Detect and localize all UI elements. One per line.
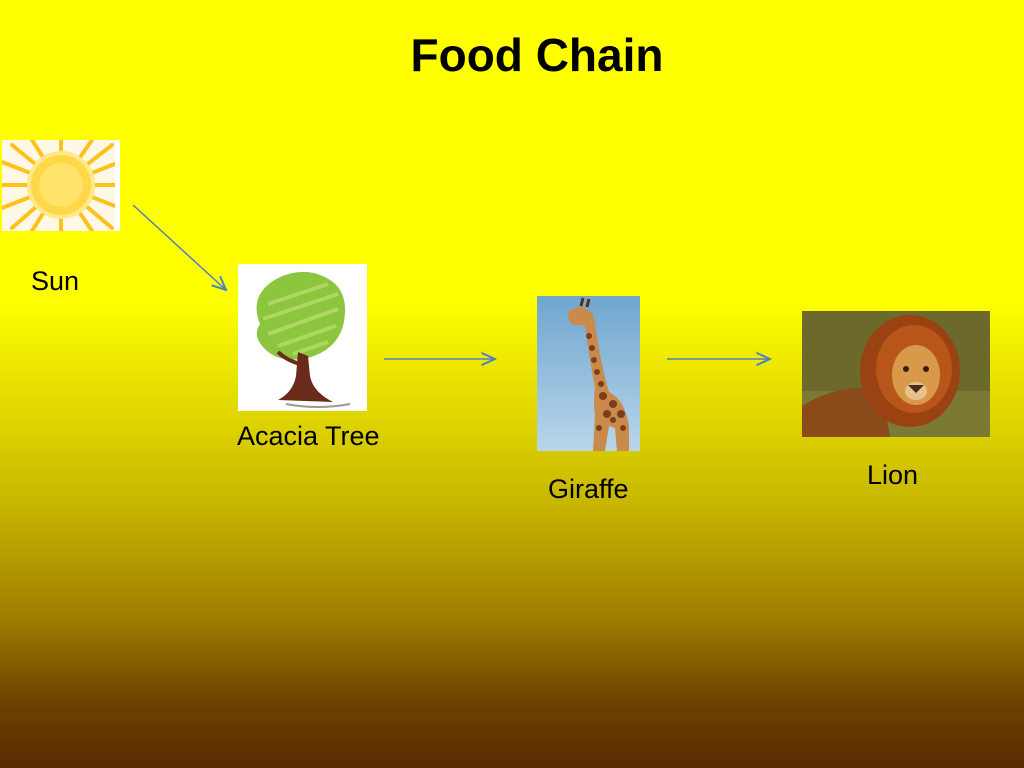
sun-label: Sun — [31, 266, 80, 296]
sun-icon — [2, 140, 120, 231]
giraffe-icon — [537, 296, 640, 451]
tree-icon — [238, 264, 367, 411]
page-title: Food Chain — [410, 29, 664, 81]
lion-label: Lion — [867, 460, 919, 490]
giraffe-label: Giraffe — [548, 474, 629, 504]
lion-icon — [802, 311, 990, 437]
acacia-tree-label: Acacia Tree — [237, 421, 380, 451]
arrow-sun-to-acacia-tree — [132, 204, 226, 290]
